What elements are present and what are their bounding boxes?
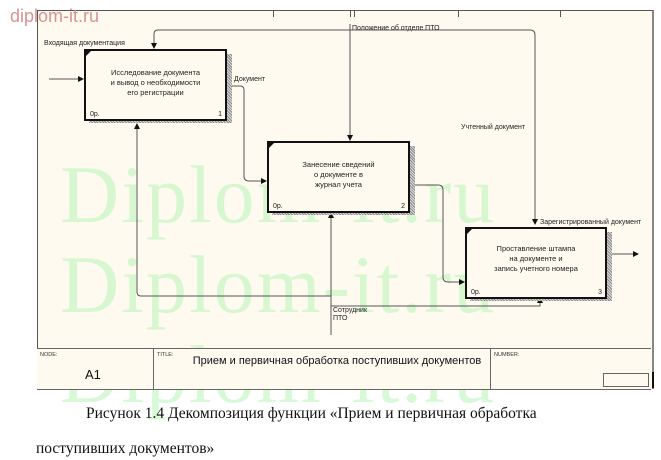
number-caption: NUMBER: (494, 352, 520, 358)
box-text-line: Занесение сведений (302, 160, 375, 169)
mechanism-line: Сотрудник (333, 307, 368, 314)
number-cell: NUMBER: (491, 349, 651, 389)
top-border-tick (350, 11, 351, 17)
box-number: 3 (598, 289, 602, 296)
node-caption: NODE: (40, 352, 58, 358)
box-text-line: о документе в (314, 170, 363, 179)
arrow-label-input: Входящая документация (44, 40, 125, 47)
top-border-tick (354, 11, 355, 17)
activity-box-1-text: Исследование документа и вывод о необход… (86, 68, 225, 98)
diagram-title: Прием и первичная обработка поступивших … (192, 355, 482, 367)
box-cost: 0р. (471, 289, 481, 296)
activity-box-1[interactable]: Исследование документа и вывод о необход… (84, 49, 227, 121)
box-number: 1 (218, 111, 222, 118)
arrow-label-output-3: Зарегистрированный документ (540, 219, 642, 226)
figure-caption-line-2: поступивших документов» (36, 440, 215, 457)
activity-box-3[interactable]: Проставление штампа на документе и запис… (465, 227, 607, 299)
brand-logo: diplom-it.ru (10, 6, 100, 26)
box-text-line: его регистрации (127, 88, 184, 97)
box-cost: 0р. (90, 111, 100, 118)
figure-caption-line-1: Рисунок 1.4 Декомпозиция функции «Прием … (86, 405, 537, 422)
title-block: NODE: A1 TITLE: Прием и первичная обрабо… (37, 348, 651, 390)
title-caption: TITLE: (157, 352, 174, 358)
activity-box-2-text: Занесение сведений о документе в журнал … (269, 160, 408, 190)
activity-box-2[interactable]: Занесение сведений о документе в журнал … (267, 141, 410, 213)
corner-mark-icon (269, 143, 274, 148)
activity-box-3-text: Проставление штампа на документе и запис… (467, 244, 605, 274)
box-text-line: и вывод о необходимости (110, 78, 201, 87)
box-cost: 0р. (273, 203, 283, 210)
arrow-label-output-2: Учтенный документ (461, 124, 526, 131)
box-text-line: на документе и (509, 254, 563, 263)
top-border-tick (273, 11, 274, 17)
arrow-label-output-1: Документ (234, 76, 266, 83)
arrow-label-mechanism: Сотрудник ПТО (333, 307, 367, 323)
mechanism-line: ПТО (333, 315, 348, 322)
box-text-line: журнал учета (315, 180, 362, 189)
box-text-line: Проставление штампа (496, 244, 576, 253)
node-value: A1 (85, 367, 101, 382)
arrow-label-control: Положение об отделе ПТО (352, 25, 440, 32)
top-border-tick (560, 11, 561, 17)
node-cell: NODE: A1 (37, 349, 154, 389)
box-text-line: запись учетного номера (494, 264, 578, 273)
number-box (603, 373, 649, 387)
corner-mark-icon (467, 229, 472, 234)
box-text-line: Исследование документа (110, 68, 201, 77)
box-number: 2 (401, 203, 405, 210)
title-cell: TITLE: Прием и первичная обработка посту… (154, 349, 491, 389)
top-border-tick (458, 11, 459, 17)
edge-bar (652, 372, 654, 388)
corner-mark-icon (86, 51, 91, 56)
